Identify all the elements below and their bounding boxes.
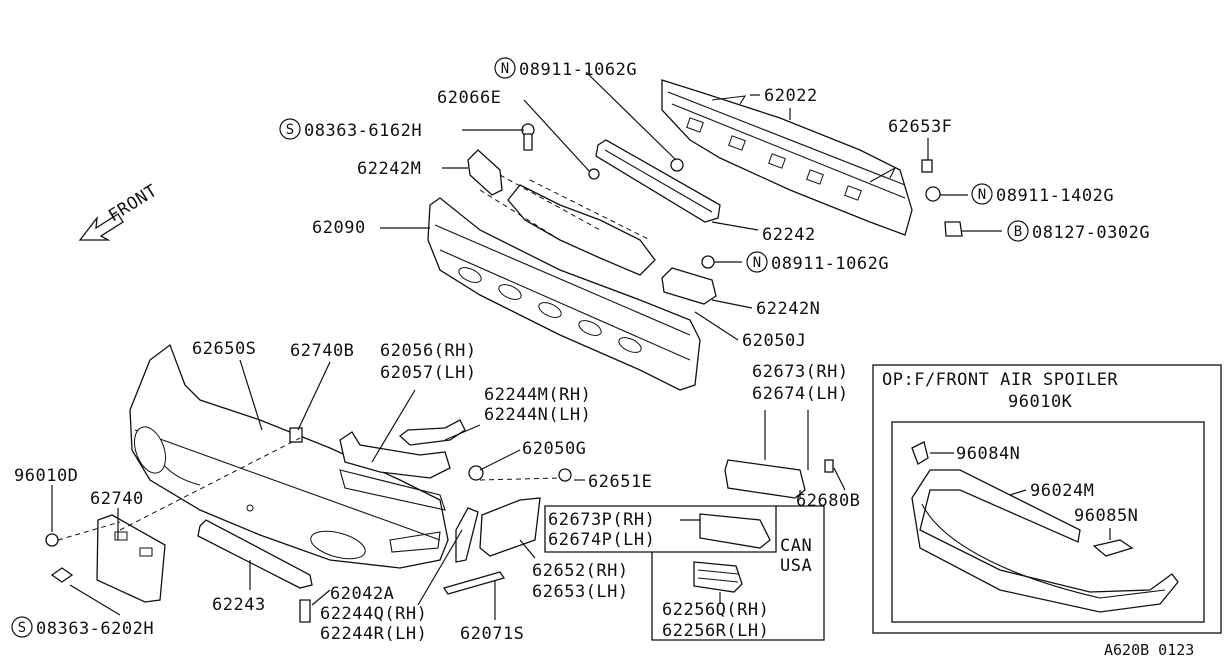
label-62674lh: 62674(LH) — [752, 384, 849, 404]
fastener-08911-1062g-mid: N 08911-1062G — [746, 251, 889, 274]
region-box: 62673P(RH) 62674P(LH) 62256Q(RH) 62256R(… — [544, 505, 825, 641]
label-62242: 62242 — [762, 225, 816, 245]
label-62652rh: 62652(RH) — [532, 561, 629, 581]
label-62242m: 62242M — [357, 159, 421, 179]
label-62650s: 62650S — [192, 339, 256, 359]
front-label: FRONT — [105, 181, 161, 226]
nut-08911-1402g — [925, 186, 941, 202]
label-62674plh: 62674P(LH) — [548, 530, 655, 550]
option-title: OP:F/FRONT AIR SPOILER — [882, 370, 1118, 390]
bracket-62056 — [339, 431, 451, 479]
clip-62050g — [468, 465, 484, 481]
license-bracket-62740 — [96, 514, 166, 603]
part-labels: 62066E 62242M 62090 62022 62653F 62242 6… — [14, 86, 952, 644]
diagram-code: A620B 0123 — [1104, 641, 1194, 659]
bumper-fascia-62650s — [129, 343, 449, 569]
label-62256rlh: 62256R(LH) — [662, 621, 769, 641]
label-62243: 62243 — [212, 595, 266, 615]
label-62680b: 62680B — [796, 491, 860, 511]
label-62244nlh: 62244N(LH) — [484, 405, 591, 425]
fastener-labels: N 08911-1062G S 08363-6162H N 08911-1402… — [11, 57, 1150, 639]
label-62673rh: 62673(RH) — [752, 362, 849, 382]
label-62050g: 62050G — [522, 439, 586, 459]
fastener-08363-6202h: S 08363-6202H — [11, 616, 154, 639]
clip-62066e — [588, 168, 600, 180]
label-62057lh: 62057(LH) — [380, 363, 477, 383]
clip-96084n — [911, 441, 929, 465]
bracket-62242n — [661, 267, 717, 305]
fastener-prefix: S — [18, 620, 26, 636]
nut-08911-1062g-top — [670, 158, 684, 172]
strip-62071s — [442, 571, 506, 595]
fastener-08911-1062g-top: N 08911-1062G — [494, 57, 637, 80]
fastener-number: 08911-1062G — [519, 60, 637, 80]
bracket-62242m — [467, 149, 503, 196]
label-62244mrh: 62244M(RH) — [484, 385, 591, 405]
label-62740: 62740 — [90, 489, 144, 509]
leader-lines — [51, 71, 1002, 620]
label-62066e: 62066E — [437, 88, 501, 108]
label-96084n: 96084N — [956, 444, 1020, 464]
label-62022: 62022 — [764, 86, 818, 106]
label-62042a: 62042A — [330, 584, 394, 604]
energy-absorber-62090 — [427, 197, 701, 391]
bolt-08127-0302g — [944, 221, 963, 237]
label-62673prh: 62673P(RH) — [548, 510, 655, 530]
region-usa: USA — [780, 556, 812, 576]
label-62050j: 62050J — [742, 331, 806, 351]
label-62256qrh: 62256Q(RH) — [662, 600, 769, 620]
bracket-62244m — [398, 419, 466, 446]
option-box-air-spoiler: OP:F/FRONT AIR SPOILER 96010K 96084N 960… — [872, 364, 1222, 634]
fastener-number: 08363-6202H — [36, 619, 154, 639]
label-62653lh: 62653(LH) — [532, 582, 629, 602]
label-62244qrh: 62244Q(RH) — [320, 604, 427, 624]
fastener-08363-6162h: S 08363-6162H — [279, 118, 422, 141]
spoiler-96024m — [911, 469, 1179, 613]
strip-62243 — [197, 519, 313, 589]
fastener-number: 08911-1062G — [771, 254, 889, 274]
clip-62740b — [289, 427, 303, 443]
label-62090: 62090 — [312, 218, 366, 238]
fastener-number: 08127-0302G — [1032, 223, 1150, 243]
reinforcement-62022 — [661, 79, 913, 236]
label-96010d: 96010D — [14, 466, 78, 486]
fastener-prefix: B — [1014, 224, 1022, 240]
label-62071s: 62071S — [460, 624, 524, 644]
center-stay — [507, 184, 656, 276]
fastener-08127-0302g: B 08127-0302G — [1007, 220, 1150, 243]
fastener-number: 08911-1402G — [996, 186, 1114, 206]
label-96085n: 96085N — [1074, 506, 1138, 526]
label-62242n: 62242N — [756, 299, 820, 319]
fastener-prefix: N — [501, 61, 509, 77]
label-96024m: 96024M — [1030, 481, 1094, 501]
screw-08363-6202h — [50, 567, 74, 583]
label-96010k: 96010K — [1008, 392, 1073, 412]
label-62740b: 62740B — [290, 341, 354, 361]
label-62653f: 62653F — [888, 117, 952, 137]
screw-96010d — [45, 533, 59, 547]
screw-62042a — [299, 599, 311, 623]
region-can: CAN — [780, 536, 812, 556]
fastener-prefix: S — [286, 122, 294, 138]
grille-62673 — [724, 459, 806, 499]
clip-62653f — [921, 159, 933, 173]
fastener-number: 08363-6162H — [304, 121, 422, 141]
fastener-prefix: N — [978, 187, 986, 203]
nut-08911-1062g-mid — [701, 255, 715, 269]
label-62056rh: 62056(RH) — [380, 341, 477, 361]
nut-62651e — [558, 468, 572, 482]
clip-62680b — [824, 459, 834, 473]
front-direction-arrow: FRONT — [78, 181, 161, 241]
fastener-08911-1402g: N 08911-1402G — [971, 183, 1114, 206]
part-96085n — [1092, 539, 1134, 557]
label-62651e: 62651E — [588, 472, 652, 492]
side-bracket-62652 — [479, 497, 541, 557]
fastener-prefix: N — [753, 255, 761, 271]
label-62244rlh: 62244R(LH) — [320, 624, 427, 644]
